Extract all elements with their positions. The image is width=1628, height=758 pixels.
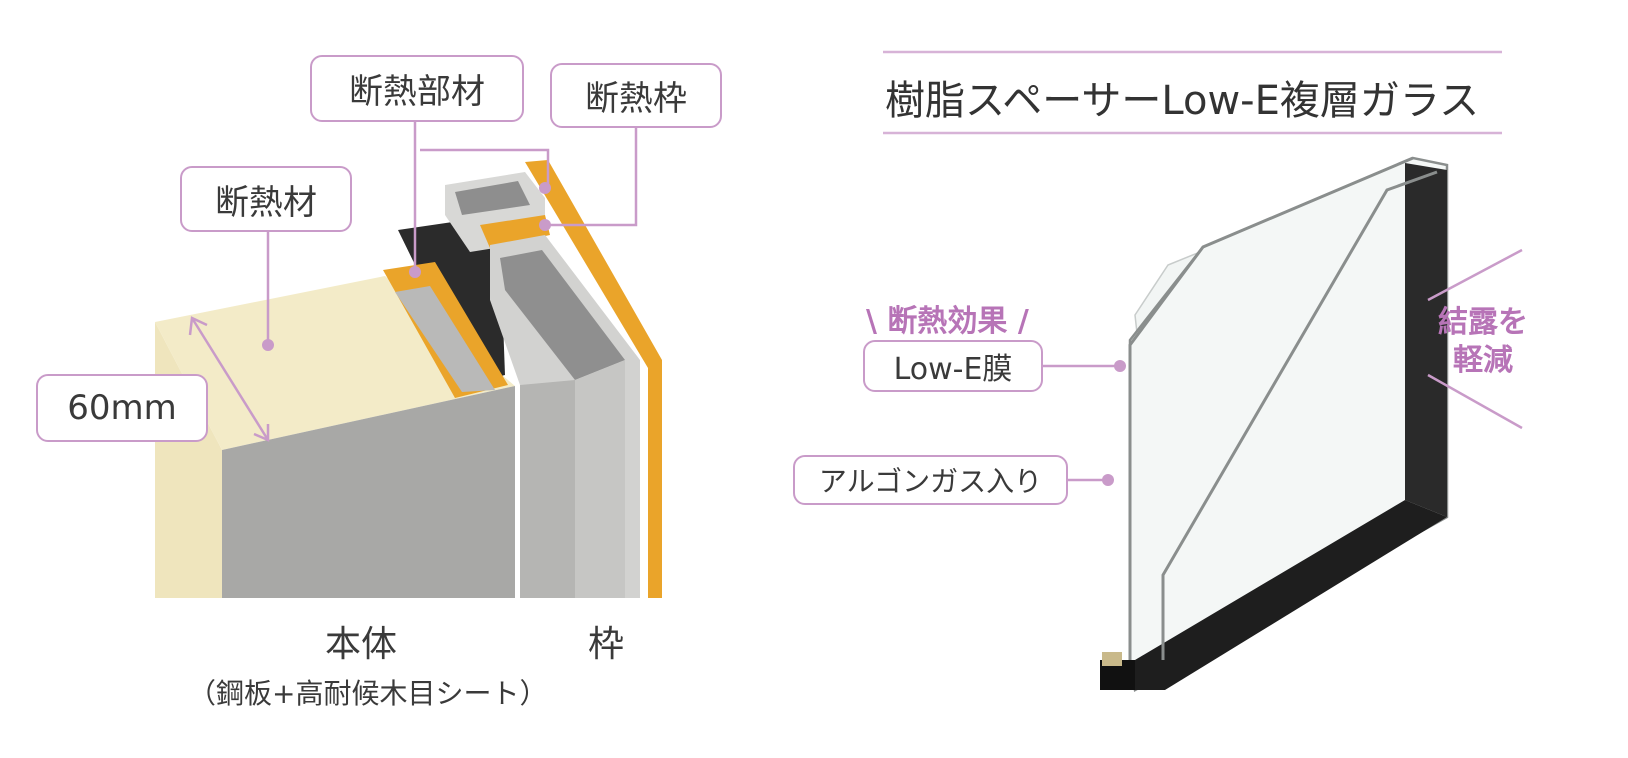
- label-frame: 枠: [588, 624, 625, 665]
- condensation-line2: 軽減: [1453, 343, 1513, 378]
- label-body-note: （鋼板+高耐候木目シート）: [188, 677, 548, 710]
- label-low-e: Low-E膜: [863, 340, 1043, 392]
- effect-heading-text: 断熱効果: [887, 304, 1008, 339]
- label-body: 本体: [325, 624, 398, 665]
- effect-heading: \ 断熱効果 /: [866, 296, 1029, 340]
- label-insulated-frame: 断熱枠: [550, 63, 722, 128]
- slash-right: /: [1017, 304, 1029, 339]
- label-insulation: 断熱材: [180, 166, 352, 232]
- label-argon: アルゴンガス入り: [793, 455, 1068, 505]
- condensation-label: 結露を 軽減: [1438, 304, 1528, 380]
- glass-title: 樹脂スペーサーLow-E複層ガラス: [885, 78, 1480, 124]
- label-insulation-member: 断熱部材: [310, 55, 524, 122]
- door-section-illustration: [155, 122, 662, 598]
- slash-left: \: [866, 304, 877, 339]
- glass-section-illustration: [883, 50, 1523, 692]
- label-thickness: 60mm: [36, 374, 208, 442]
- condensation-line1: 結露を: [1438, 305, 1528, 340]
